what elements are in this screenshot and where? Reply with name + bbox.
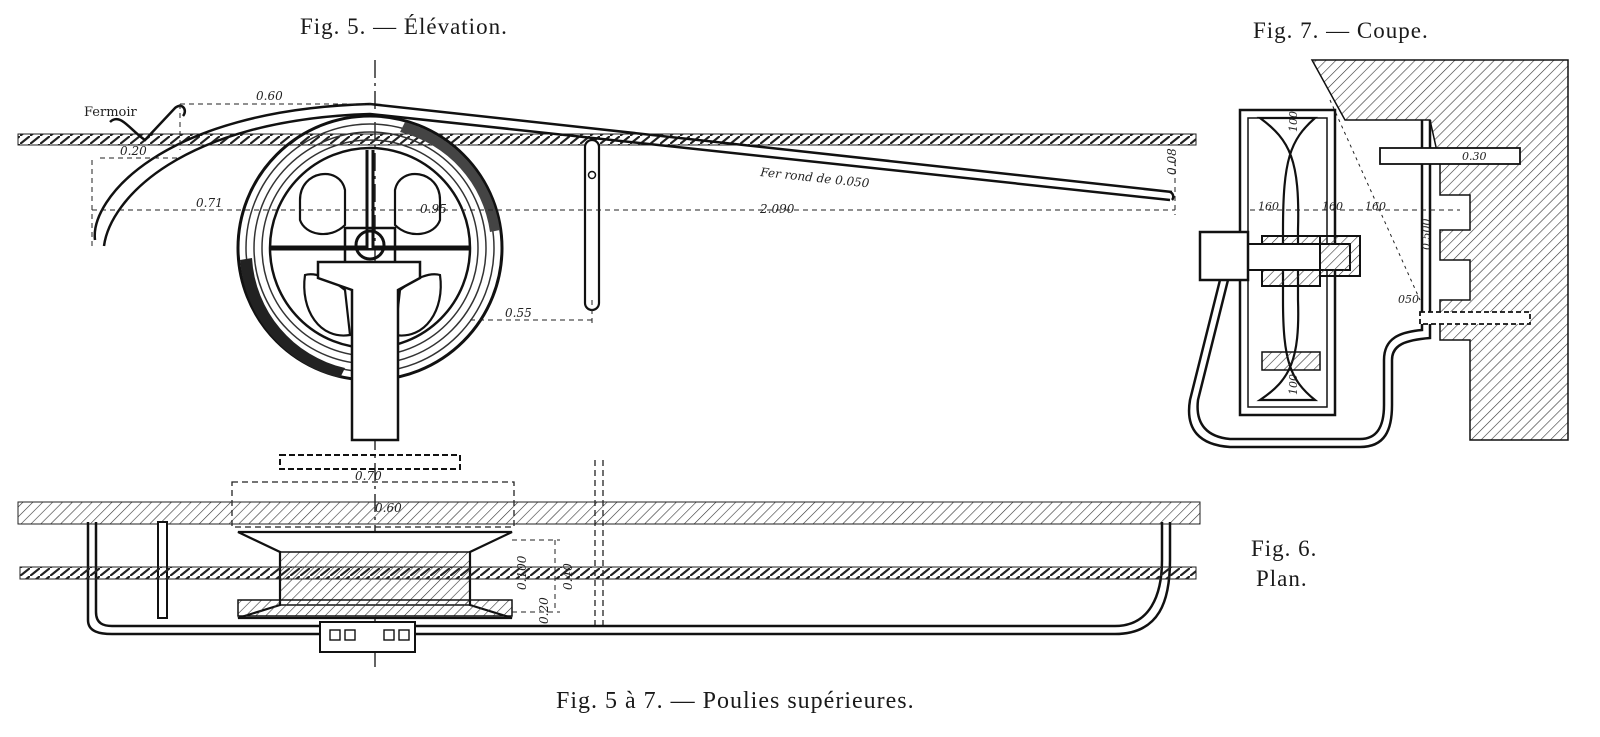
label-095: 0.95 — [420, 202, 447, 216]
label-100: 0.100 — [515, 555, 529, 590]
fig5-elevation — [17, 60, 1197, 670]
label-160b: 160 — [1322, 200, 1343, 213]
label-008: 0.08 — [1165, 148, 1179, 175]
elevation-dimensions — [91, 103, 1176, 325]
label-040: 0.40 — [561, 563, 575, 590]
label-050: 050 — [1398, 293, 1419, 306]
label-060b: 0.60 — [375, 501, 402, 515]
section-bracket — [1187, 120, 1432, 449]
label-060: 0.60 — [256, 89, 283, 103]
caption-fig6-number: Fig. 6. — [1251, 536, 1318, 561]
plan-frame — [86, 522, 1172, 636]
label-100b: 100 — [1287, 374, 1300, 395]
caption-main: Fig. 5 à 7. — Poulies supérieures. — [556, 688, 915, 714]
fig6-plan — [17, 460, 1201, 653]
caption-fig6-title: Plan. — [1256, 566, 1308, 591]
plan-rope — [19, 566, 1197, 580]
plan-wall — [17, 501, 1201, 525]
pulley-support — [279, 260, 461, 470]
label-055: 0.55 — [505, 306, 532, 320]
label-030: 0.30 — [1462, 150, 1487, 163]
guide-arm — [93, 102, 1175, 312]
label-020: 0.20 — [120, 144, 147, 158]
label-160c: 160 — [1365, 200, 1386, 213]
caption-fig7: Fig. 7. — Coupe. — [1253, 18, 1429, 43]
caption-fig5: Fig. 5. — Élévation. — [300, 14, 508, 39]
label-rod: Fer rond de 0.050 — [759, 165, 871, 191]
label-2090: 2.090 — [759, 202, 795, 216]
label-020b: 0.20 — [537, 597, 551, 624]
label-160a: 160 — [1258, 200, 1279, 213]
label-100a: 100 — [1287, 111, 1300, 132]
label-071: 0.71 — [196, 196, 223, 210]
fig7-section — [1187, 59, 1569, 449]
label-0500: 0.500 — [1420, 219, 1433, 251]
label-fermoir: Fermoir — [84, 105, 138, 120]
label-070: 0.70 — [355, 469, 382, 483]
